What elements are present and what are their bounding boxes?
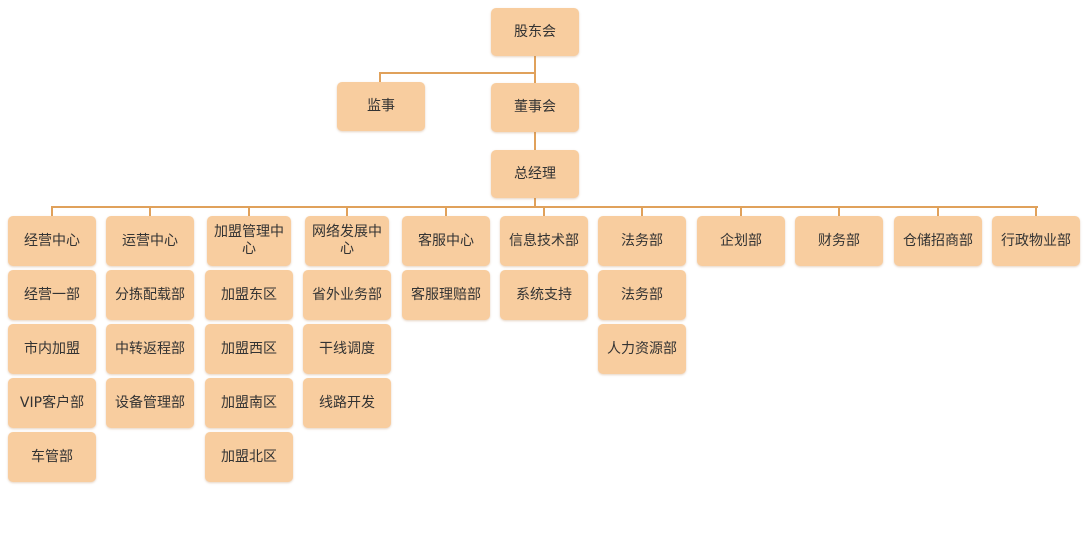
unit-box: 加盟西区 bbox=[205, 324, 293, 374]
supervisor-box: 监事 bbox=[337, 82, 425, 131]
department-box: 财务部 bbox=[795, 216, 883, 266]
department-drop-line bbox=[248, 206, 250, 216]
unit-box: 客服理赔部 bbox=[402, 270, 490, 320]
department-drop-line bbox=[149, 206, 151, 216]
unit-box: 设备管理部 bbox=[106, 378, 194, 428]
department-drop-line bbox=[543, 206, 545, 216]
unit-box: 法务部 bbox=[598, 270, 686, 320]
unit-box: 干线调度 bbox=[303, 324, 391, 374]
unit-box: 经营一部 bbox=[8, 270, 96, 320]
unit-box: 加盟北区 bbox=[205, 432, 293, 482]
unit-box: 线路开发 bbox=[303, 378, 391, 428]
department-box: 加盟管理中心 bbox=[207, 216, 291, 266]
department-box: 仓储招商部 bbox=[894, 216, 982, 266]
unit-box: 人力资源部 bbox=[598, 324, 686, 374]
department-box: 法务部 bbox=[598, 216, 686, 266]
unit-box: 中转返程部 bbox=[106, 324, 194, 374]
department-drop-line bbox=[51, 206, 53, 216]
unit-box: 加盟东区 bbox=[205, 270, 293, 320]
unit-box: VIP客户部 bbox=[8, 378, 96, 428]
department-box: 经营中心 bbox=[8, 216, 96, 266]
department-box: 信息技术部 bbox=[500, 216, 588, 266]
unit-box: 分拣配载部 bbox=[106, 270, 194, 320]
unit-box: 市内加盟 bbox=[8, 324, 96, 374]
board-box: 董事会 bbox=[491, 83, 579, 132]
department-box: 运营中心 bbox=[106, 216, 194, 266]
connector-line bbox=[534, 56, 536, 73]
department-drop-line bbox=[937, 206, 939, 216]
department-drop-line bbox=[346, 206, 348, 216]
unit-box: 系统支持 bbox=[500, 270, 588, 320]
department-drop-line bbox=[740, 206, 742, 216]
department-drop-line bbox=[641, 206, 643, 216]
connector-line bbox=[534, 132, 536, 150]
department-drop-line bbox=[445, 206, 447, 216]
connector-line bbox=[534, 198, 536, 207]
department-box: 网络发展中心 bbox=[305, 216, 389, 266]
unit-box: 省外业务部 bbox=[303, 270, 391, 320]
connector-line bbox=[534, 72, 536, 83]
department-drop-line bbox=[1035, 206, 1037, 216]
connector-line bbox=[379, 72, 536, 74]
shareholders-box: 股东会 bbox=[491, 8, 579, 56]
department-box: 企划部 bbox=[697, 216, 785, 266]
connector-line bbox=[379, 72, 381, 82]
department-drop-line bbox=[838, 206, 840, 216]
department-box: 客服中心 bbox=[402, 216, 490, 266]
general-manager-box: 总经理 bbox=[491, 150, 579, 198]
department-box: 行政物业部 bbox=[992, 216, 1080, 266]
unit-box: 加盟南区 bbox=[205, 378, 293, 428]
unit-box: 车管部 bbox=[8, 432, 96, 482]
department-bus-line bbox=[52, 206, 1038, 208]
